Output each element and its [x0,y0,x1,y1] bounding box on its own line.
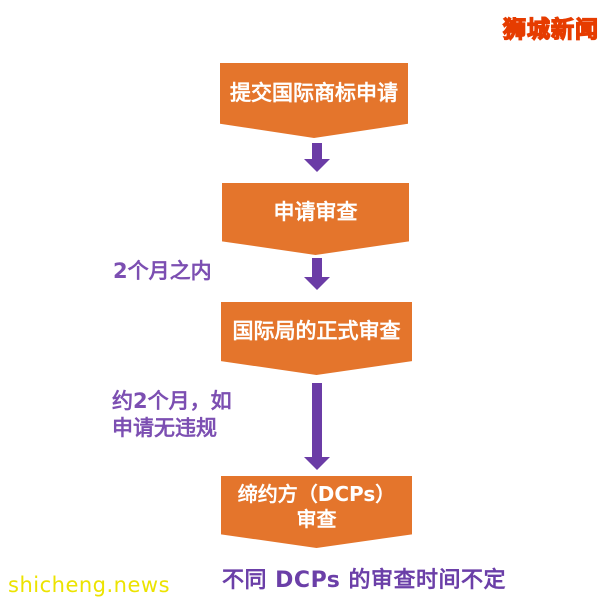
step-label: 国际局的正式审查 [232,319,401,344]
down-arrow-shape [304,383,330,470]
down-arrow-shape [304,143,330,172]
step-label: 缔约方（DCPs） 审查 [237,482,396,531]
site-logo: 狮城新闻 [502,16,599,43]
annotation-about-2-months-if-no-violation: 约2个月，如 申请无违规 [112,389,232,440]
down-arrow-shape [304,258,330,290]
step-label: 提交国际商标申请 [230,81,398,106]
step-application-review: 申请审查 [222,183,409,255]
annotation-within-2-months: 2个月之内 [113,259,212,283]
down-arrow-icon [304,143,330,172]
down-arrow-icon [304,258,330,290]
step-label: 申请审查 [273,199,358,224]
caption-dcp-review-time-varies: 不同 DCPs 的审查时间不定 [222,568,507,593]
watermark-shicheng-news: shicheng.news [8,573,171,597]
step-international-bureau-formal-examination: 国际局的正式审查 [221,302,412,375]
step-submit-international-trademark-application: 提交国际商标申请 [220,63,408,138]
step-dcp-contracting-parties-examination: 缔约方（DCPs） 审查 [221,476,412,548]
down-arrow-icon [304,383,330,470]
